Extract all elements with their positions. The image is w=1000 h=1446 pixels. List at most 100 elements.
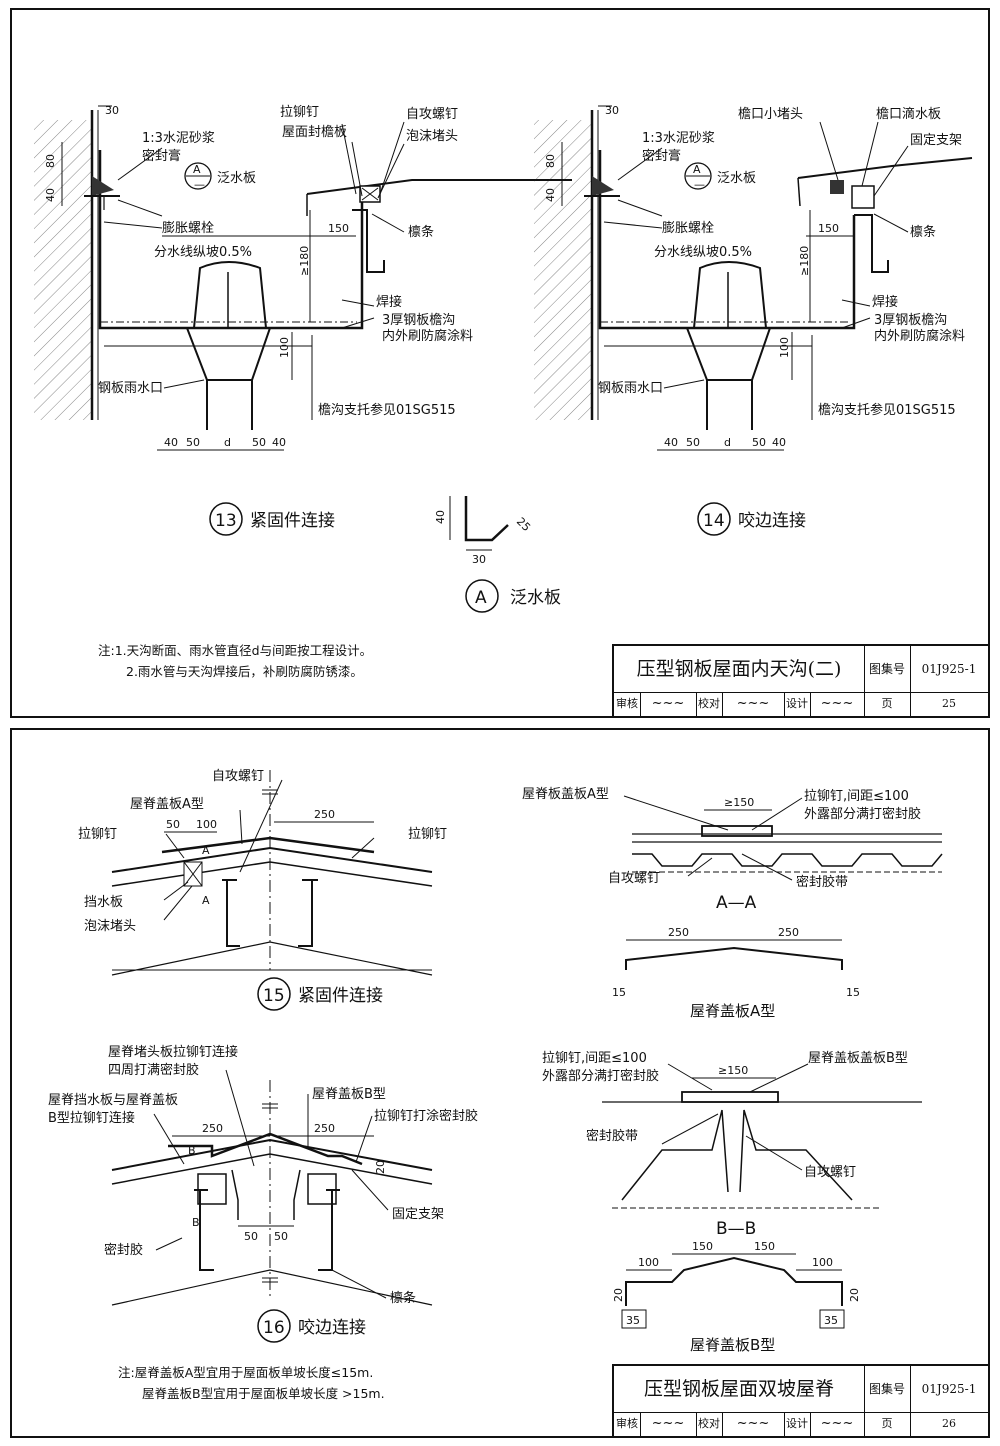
ref-A-14: A [693,163,701,176]
ref-dash: — [194,178,205,191]
dim-180: ≥180 [298,246,311,276]
page-label-25: 页 [864,692,911,716]
page-number-25: 25 [942,697,956,710]
label-rivet-15a: 拉铆钉 [78,827,117,842]
dim-40a: 40 [164,436,178,449]
dim-A-30: 30 [472,553,486,566]
label-purlin-16: 檩条 [390,1290,416,1306]
dim-100-15: 100 [196,818,217,831]
label-purlin-14: 檩条 [910,224,936,240]
dim-15-A1: 15 [612,986,626,999]
dim-50-16b: 50 [274,1230,288,1243]
section-BB-title: B—B [716,1219,756,1239]
detail-15-badge [257,977,291,1011]
section-AA-drawing [623,795,943,881]
label-rivet: 拉铆钉 [280,105,319,120]
label-gutter1-14: 3厚钢板檐沟 [874,313,947,328]
design-signature-25: ~~~ [810,692,865,716]
label-rivet-spacing-b: 拉铆钉,间距≤100 [542,1051,647,1066]
label-weld: 焊接 [376,294,402,310]
label-rivet-seal: 拉铆钉打涂密封胶 [374,1108,478,1124]
mark-B-16a: B [188,1144,196,1157]
dim-150-B1: 150 [692,1240,713,1253]
detail-16-labels: 屋脊堵头板拉铆钉连接 四周打满密封胶 屋脊挡水板与屋脊盖板 B型拉铆钉连接 屋脊… [48,1044,478,1343]
atlas-label-25: 图集号 [864,646,911,692]
dim-80-14: 80 [544,154,557,168]
label-exposed-seal: 外露部分满打密封胶 [804,806,921,822]
label-water-stop: 挡水板 [84,895,123,910]
dim-30-14: 30 [605,104,619,117]
review-signature-26: ~~~ [640,1412,697,1436]
atlas-number-26: 01J925-1 [921,1382,977,1396]
detail-13-labels: 30 80 40 1:3水泥砂浆 密封膏 A — 泛水板 膨胀螺栓 分水线纵坡0… [44,104,473,536]
label-eave-plug: 檐口小堵头 [738,107,803,122]
label-sealant-16: 密封胶 [104,1242,143,1258]
label-screw-15: 自攻螺钉 [212,769,264,784]
dim-50c: 50 [686,436,700,449]
label-foam-15: 泡沫堵头 [84,919,136,934]
detail-13-drawing [34,105,572,451]
label-mortar: 1:3水泥砂浆 [142,131,215,146]
dim-250-A2: 250 [778,926,799,939]
detail-A-badge [465,579,499,613]
label-rivet-spacing: 拉铆钉,间距≤100 [804,789,909,804]
label-mortar-14: 1:3水泥砂浆 [642,131,715,146]
dim-40c: 40 [664,436,678,449]
dim-20-B1: 20 [612,1288,625,1302]
dim-150-14: 150 [818,222,839,235]
label-ridge-stop1: 屋脊挡水板与屋脊盖板 [48,1093,178,1108]
dim-20-16: 20 [374,1160,387,1174]
sheet-page-26: A A 自攻螺钉 屋脊盖板A型 拉铆钉 拉铆钉 50 100 250 挡水板 泡… [10,728,990,1438]
ridge-A-profile: 250 250 15 15 屋脊盖板A型 [612,926,860,1020]
label-bolt: 膨胀螺栓 [162,221,214,236]
ridge-B-type-title: 屋脊盖板B型 [690,1336,775,1354]
label-seal-tape-BB: 密封胶带 [586,1128,638,1144]
dim-50-15: 50 [166,818,180,831]
dim-100: 100 [278,337,291,358]
dim-150-AA: ≥150 [724,796,754,809]
detail-16-caption: 咬边连接 [298,1318,366,1338]
dim-100-14: 100 [778,337,791,358]
design-label-25: 设计 [784,692,811,716]
label-screw: 自攻螺钉 [406,107,458,122]
detail-16-badge [257,1309,291,1343]
mark-B-16b: B [192,1216,200,1229]
detail-13-num: 13 [215,511,237,531]
check-signature-26: ~~~ [722,1412,785,1436]
detail-13-caption: 紧固件连接 [250,511,335,531]
check-label-25: 校对 [696,692,723,716]
detail-15-num: 15 [263,986,285,1006]
label-gutter2-14: 内外刷防腐涂料 [874,328,965,344]
section-BB-drawing [602,1063,922,1209]
label-flashing: 泛水板 [217,171,256,186]
section-AA-title: A—A [716,893,757,913]
ref-A: A [193,163,201,176]
dim-A-25: 25 [514,515,533,534]
label-exposed-seal-b: 外露部分满打密封胶 [542,1068,659,1084]
label-rivet-15b: 拉铆钉 [408,827,447,842]
dim-40b: 40 [272,436,286,449]
label-eave-plate: 屋面封檐板 [282,125,347,140]
gutter-drawing: 30 80 40 1:3水泥砂浆 密封膏 A — 泛水板 膨胀螺栓 分水线纵坡0… [34,104,973,613]
dim-250-A1: 250 [668,926,689,939]
notes-26: 注:屋脊盖板A型宜用于屋面板单坡长度≤15m. 屋脊盖板B型宜用于屋面板单坡长度… [118,1362,385,1404]
detail-A-caption: 泛水板 [510,588,561,608]
label-drip: 檐口滴水板 [876,106,941,122]
dim-150-BB: ≥150 [718,1064,748,1077]
detail-14-caption: 咬边连接 [738,511,806,531]
dim-d-14: d [724,436,731,449]
detail-15-labels: 自攻螺钉 屋脊盖板A型 拉铆钉 拉铆钉 50 100 250 挡水板 泡沫堵头 … [78,769,447,1011]
ref-circle-A-14 [684,162,712,190]
dim-35-B2: 35 [824,1314,838,1327]
dim-40: 40 [44,188,57,202]
detail-14-num: 14 [703,511,725,531]
dim-A-40: 40 [434,510,447,524]
dim-250-16b: 250 [314,1122,335,1135]
dim-150-B2: 150 [754,1240,775,1253]
detail-16-drawing: B B [111,1069,433,1306]
label-sealant-14: 密封膏 [642,148,681,164]
drawing-title-26: 压型钢板屋面双坡屋脊 [614,1366,865,1412]
check-label-26: 校对 [696,1412,723,1436]
dim-d: d [224,436,231,449]
ref-dash-14: — [694,178,705,191]
